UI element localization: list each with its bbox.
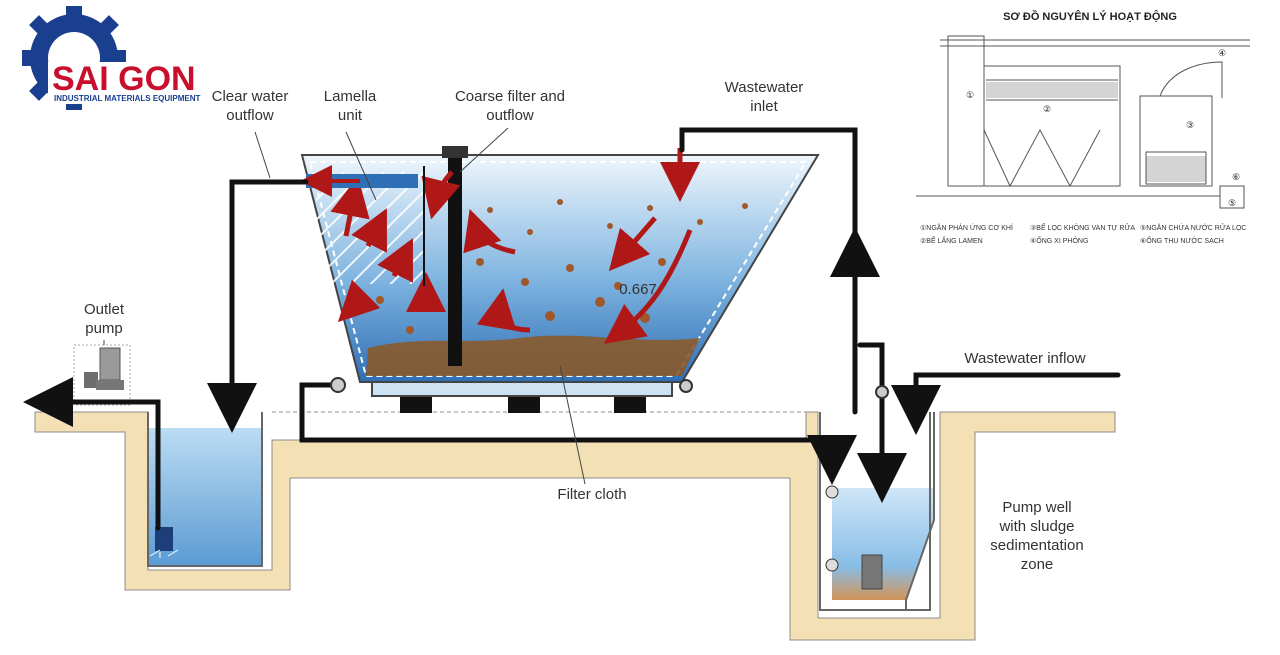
label-wastewater-inlet-1: Wastewater	[725, 79, 804, 96]
ground	[0, 411, 1280, 650]
label-pump-well-3: sedimentation	[990, 537, 1083, 554]
inset-marker-6: ⑥	[1232, 172, 1240, 182]
label-clear-water-1: Clear water	[212, 88, 289, 105]
pump-well	[819, 412, 935, 611]
label-clear-water-2: outflow	[226, 107, 274, 124]
label-outlet-pump-1: Outlet	[84, 301, 125, 318]
pipes	[23, 127, 1121, 531]
label-coarse-filter-1: Coarse filter and	[455, 88, 565, 105]
pipe-connections	[330, 377, 889, 399]
outlet-pump	[73, 344, 131, 406]
labels: Clear water outflow Lamella unit Coarse …	[84, 79, 1086, 573]
label-pump-well-4: zone	[1021, 556, 1054, 573]
label-wastewater-inlet-2: inlet	[750, 98, 778, 115]
inset-legend-6: ⑥ỐNG THU NƯỚC SẠCH	[1140, 235, 1224, 245]
inset-marker-3: ③	[1186, 120, 1194, 130]
label-outlet-pump-2: pump	[85, 320, 123, 337]
label-pump-well-1: Pump well	[1002, 499, 1071, 516]
sludge-layer	[366, 335, 700, 376]
inset-legend-4: ④ỐNG XI PHÔNG	[1030, 235, 1088, 245]
label-stray-value: 0.667	[619, 281, 657, 298]
logo: SAI GON INDUSTRIAL MATERIALS EQUIPMENT	[22, 6, 200, 110]
label-leaders	[103, 127, 586, 485]
inset-marker-2: ②	[1043, 104, 1051, 114]
inset-legend-1: ①NGĂN PHẢN ỨNG CƠ KHÍ	[920, 223, 1013, 232]
label-lamella-1: Lamella	[324, 88, 377, 105]
label-filter-cloth: Filter cloth	[557, 486, 626, 503]
flow-arrows	[330, 148, 700, 344]
outflow-channel	[306, 174, 418, 188]
outlet-pit	[147, 412, 263, 567]
lamella-plates	[316, 172, 424, 284]
submersible-pump	[155, 527, 173, 551]
inset-marker-5: ⑤	[1228, 198, 1236, 208]
inset-legend-2: ②BỂ LẮNG LAMEN	[920, 236, 983, 245]
valve-right	[679, 379, 693, 393]
label-pump-well-2: with sludge	[998, 518, 1074, 535]
tank-supports	[371, 381, 673, 413]
label-wastewater-inflow: Wastewater inflow	[964, 350, 1085, 367]
logo-main-text: SAI GON	[52, 60, 196, 98]
valve-left	[330, 377, 346, 393]
inset-title: SƠ ĐỒ NGUYÊN LÝ HOẠT ĐỘNG	[1003, 10, 1177, 23]
inset-marker-4: ④	[1218, 48, 1226, 58]
sludge-pump	[861, 554, 883, 590]
label-coarse-filter-2: outflow	[486, 107, 534, 124]
main-tank	[300, 146, 820, 383]
inset-marker-1: ①	[966, 90, 974, 100]
label-lamella-2: unit	[338, 107, 363, 124]
logo-sub-text: INDUSTRIAL MATERIALS EQUIPMENT	[54, 94, 200, 103]
inset-legend-3: ③BỂ LỌC KHÔNG VAN TỰ RỬA	[1030, 223, 1135, 232]
valve-well	[875, 385, 889, 399]
inset-legend-5: ⑤NGĂN CHỨA NƯỚC RỬA LỌC	[1140, 223, 1246, 232]
inset-schematic: SƠ ĐỒ NGUYÊN LÝ HOẠT ĐỘNG ① ② ③ ④ ⑤ ⑥ ①N…	[904, 0, 1280, 260]
dividing-wall	[448, 152, 462, 366]
